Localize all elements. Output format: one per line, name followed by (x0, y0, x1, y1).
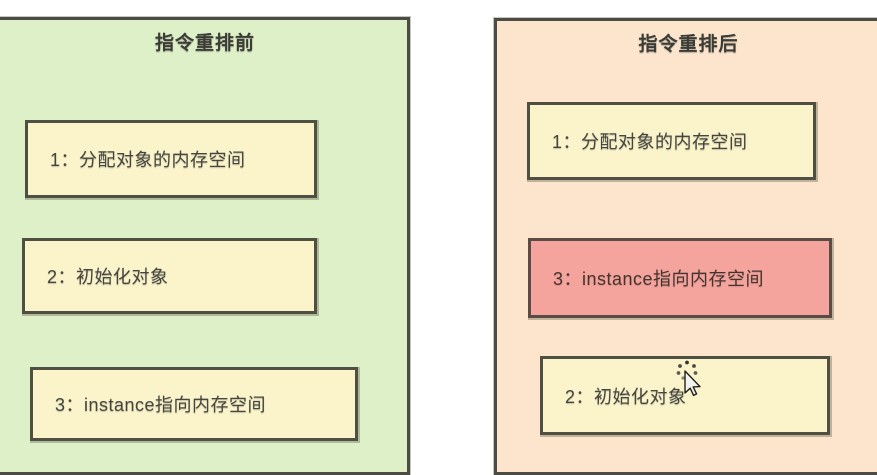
step-box-before-3[interactable]: 3：instance指向内存空间 (30, 367, 358, 441)
step-box-after-2[interactable]: 2：初始化对象 (540, 356, 830, 435)
step-box-before-2-label: 2：初始化对象 (47, 267, 169, 287)
panel-before-title: 指令重排前 (154, 33, 255, 54)
panel-after-reorder: 指令重排后 1：分配对象的内存空间 3：instance指向内存空间 2：初始化… (494, 18, 877, 475)
step-box-before-2[interactable]: 2：初始化对象 (22, 238, 317, 314)
step-box-after-3-label: 3：instance指向内存空间 (553, 269, 765, 289)
step-box-after-3-highlighted[interactable]: 3：instance指向内存空间 (528, 238, 832, 318)
step-box-after-2-label: 2：初始化对象 (565, 386, 687, 407)
step-box-before-1-label: 1：分配对象的内存空间 (50, 150, 246, 170)
step-box-before-1[interactable]: 1：分配对象的内存空间 (25, 120, 317, 198)
step-box-after-1-label: 1：分配对象的内存空间 (552, 132, 748, 152)
step-box-after-1[interactable]: 1：分配对象的内存空间 (527, 102, 816, 180)
panel-before-reorder: 指令重排前 1：分配对象的内存空间 2：初始化对象 3：instance指向内存… (0, 17, 410, 475)
panel-after-title: 指令重排后 (638, 34, 739, 55)
step-box-before-3-label: 3：instance指向内存空间 (55, 395, 267, 415)
